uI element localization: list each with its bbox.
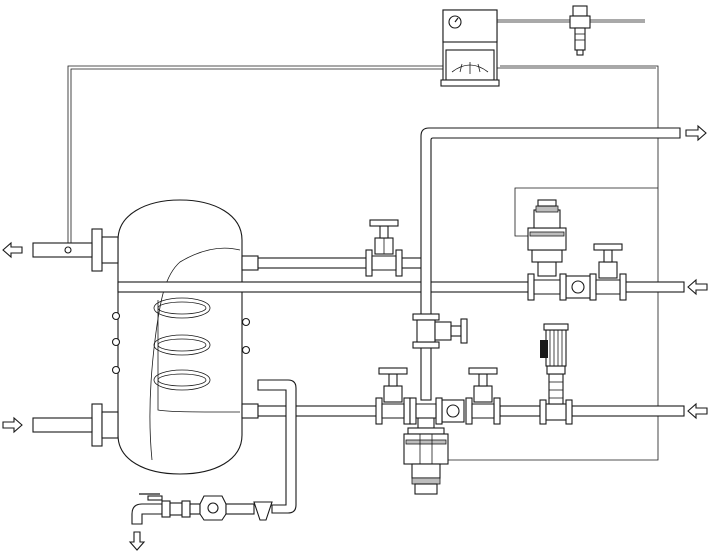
arrow-outlet-left-top [2, 241, 23, 259]
globe-valve-vertical[interactable] [412, 313, 468, 349]
storage-vessel[interactable] [91, 199, 251, 475]
left-pipes [32, 242, 93, 433]
steam-trap-assembly[interactable] [131, 493, 273, 525]
globe-valve-right[interactable] [589, 243, 627, 301]
globe-valve-lower-right[interactable] [465, 367, 501, 425]
globe-valve-upper[interactable] [365, 219, 403, 277]
flow-arrows [2, 124, 708, 551]
control-valve-lower[interactable] [403, 397, 449, 495]
arrow-inlet-left-bottom [2, 416, 23, 434]
air-filter-regulator[interactable] [569, 5, 591, 56]
temperature-controller[interactable] [440, 9, 500, 87]
arrow-inlet-right-middle [687, 278, 708, 296]
arrow-drain-bottom [128, 531, 146, 551]
globe-valve-lower-left[interactable] [375, 367, 411, 425]
control-valve-upper[interactable] [527, 199, 567, 301]
check-valve-lower[interactable] [441, 399, 465, 423]
check-valve-upper[interactable] [565, 275, 591, 299]
arrow-outlet-right-top [685, 124, 707, 142]
pump[interactable] [539, 323, 573, 425]
arrow-inlet-right-bottom [687, 402, 708, 420]
